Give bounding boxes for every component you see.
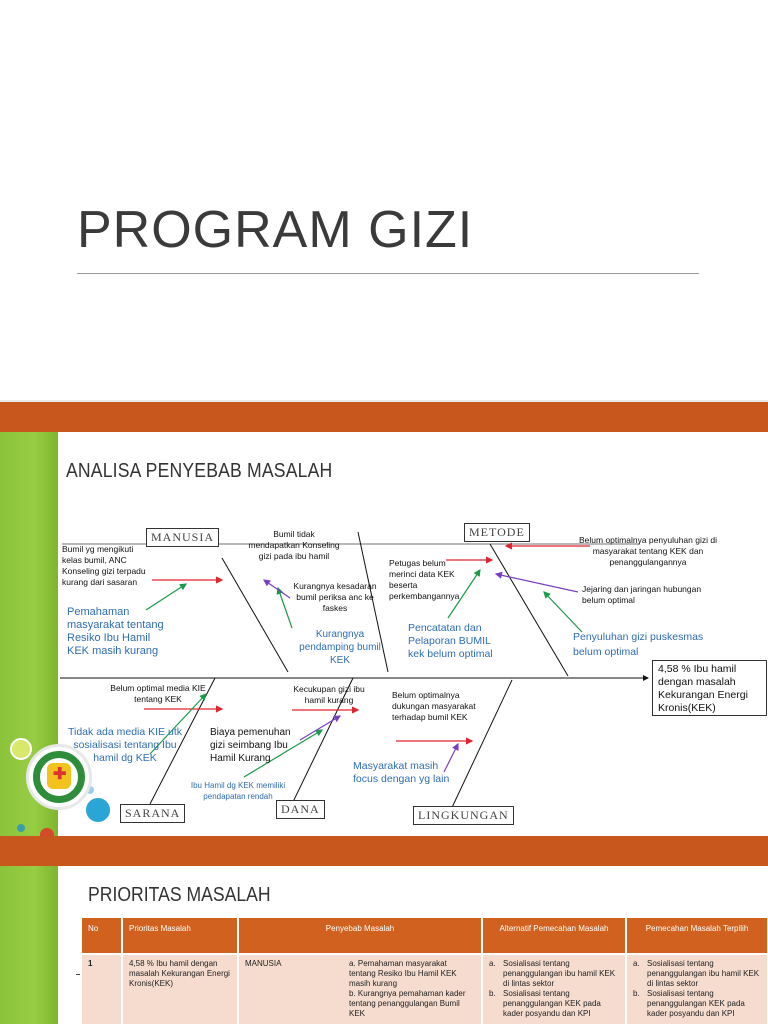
effect-box: 4,58 % Ibu hamil dengan masalah Kekurang…	[652, 660, 767, 716]
cause-biaya: Biaya pemenuhan gizi seimbang Ibu Hamil …	[210, 727, 291, 764]
green-arrow	[243, 729, 324, 778]
title-underline	[77, 273, 699, 274]
terpilih-item-b: Sosialisasi tentang penanggulangan KEK p…	[647, 989, 745, 1018]
bone-metode	[489, 543, 569, 677]
header-penyebab: Penyebab Masalah	[238, 918, 483, 954]
fishbone-diagram	[60, 531, 649, 817]
header-prioritas: Prioritas Masalah	[122, 918, 239, 954]
category-metode: METODE	[464, 523, 530, 542]
table-row: 1 4,58 % Ibu hamil dengan masalah Kekura…	[82, 953, 768, 1024]
green-arrow	[276, 586, 293, 629]
purple-arrow	[494, 571, 579, 593]
solution-pemahaman: Pemahaman masyarakat tentang Resiko Ibu …	[67, 606, 164, 657]
category-manusia: MANUSIA	[146, 528, 220, 547]
cell-penyebab: MANUSIA a. Pemahaman masyarakat tentang …	[238, 953, 483, 1024]
bone-lingkungan	[447, 679, 513, 817]
green-sidebar	[0, 866, 58, 1024]
header-no: No	[82, 918, 123, 954]
green-arrow	[447, 569, 481, 619]
alternatif-item-a: Sosialisasi tentang penanggulangan ibu h…	[503, 959, 616, 988]
cause-bumil-konseling: Bumil tidak mendapatkan Konseling gizi p…	[248, 529, 340, 561]
medical-cross-icon: ✚	[53, 766, 67, 783]
penyebab-category: MANUSIA	[245, 959, 282, 968]
header-terpilih: Pemecahan Masalah Terpilih	[626, 918, 768, 954]
cause-jejaring: Jejaring dan jaringan hubungan belum opt…	[582, 584, 702, 605]
solution-pendamping: Kurangnya pendamping bumil KEK	[299, 629, 381, 666]
penyebab-item-b: b. Kurangnya pemahaman kader tentang pen…	[349, 989, 466, 1018]
bone-middle	[357, 531, 389, 673]
penyebab-item-a: a. Pemahaman masyarakat tentang Resiko I…	[349, 959, 457, 988]
solution-pencatatan: Pencatatan dan Pelaporan BUMIL kek belum…	[408, 622, 493, 660]
orange-band-top	[0, 400, 768, 432]
decor-circle	[10, 738, 32, 760]
cell-prioritas: 4,58 % Ibu hamil dengan masalah Kekurang…	[122, 953, 239, 1024]
terpilih-item-a: Sosialisasi tentang penanggulangan ibu h…	[647, 959, 760, 988]
purple-arrow	[443, 742, 459, 773]
green-arrow	[149, 693, 207, 755]
slide-title: PROGRAM GIZI	[77, 201, 474, 259]
decor-circle	[86, 786, 94, 794]
category-lingkungan: LINGKUNGAN	[413, 806, 514, 825]
green-arrow	[145, 583, 188, 611]
bone-manusia	[221, 557, 289, 673]
cause-petugas: Petugas belum merinci data KEK beserta p…	[389, 558, 460, 601]
cell-terpilih: a.Sosialisasi tentang penanggulangan ibu…	[626, 953, 768, 1024]
title-slide: PROGRAM GIZI	[0, 0, 768, 400]
cause-kesadaran: Kurangnya kesadaran bumil periksa anc ke…	[293, 581, 377, 613]
cause-kecukupan: Kecukupan gizi ibu hamil kurang	[293, 684, 365, 705]
solution-pendapatan: Ibu Hamil dg KEK memiliki pendapatan ren…	[190, 781, 286, 801]
cause-dukungan: Belum optimalnya dukungan masyarakat ter…	[392, 690, 476, 722]
solution-tidak-ada-media: Tidak ada media KIE utk sosialisasi tent…	[67, 726, 182, 764]
decor-circle	[17, 824, 25, 832]
priority-table: No Prioritas Masalah Penyebab Masalah Al…	[82, 918, 768, 1024]
decor-circle	[86, 798, 110, 822]
cell-alternatif: a.Sosialisasi tentang penanggulangan ibu…	[482, 953, 627, 1024]
fishbone-slide: ANALISA PENYEBAB MASALAH	[0, 432, 768, 836]
purple-arrow	[299, 715, 342, 741]
priority-heading: PRIORITAS MASALAH	[88, 884, 271, 906]
alternatif-item-b: Sosialisasi tentang penanggulangan KEK p…	[503, 989, 601, 1018]
table-header-row: No Prioritas Masalah Penyebab Masalah Al…	[82, 918, 768, 954]
decor-circle	[40, 828, 54, 836]
priority-slide: PRIORITAS MASALAH No Prioritas Masalah P…	[0, 866, 768, 1024]
cause-media-kie: Belum optimal media KIE tentang KEK	[110, 683, 206, 704]
cell-no: 1	[82, 953, 123, 1024]
fishbone-heading: ANALISA PENYEBAB MASALAH	[66, 460, 333, 482]
puskesmas-logo: ✚	[26, 744, 92, 810]
header-alternatif: Alternatif Pemecahan Masalah	[482, 918, 627, 954]
orange-band-middle	[0, 836, 768, 866]
category-dana: DANA	[276, 800, 325, 819]
bone-dana	[291, 677, 354, 805]
category-sarana: SARANA	[120, 804, 186, 823]
purple-arrow	[263, 579, 291, 599]
green-arrow	[543, 591, 583, 633]
cause-penyuluhan-belum: Belum optimalnya penyuluhan gizi di masy…	[579, 535, 717, 567]
solution-masyarakat-focus: Masyarakat masih focus dengan yg lain	[353, 760, 450, 785]
solution-penyuluhan: Penyuluhan gizi puskesmas belum optimal	[573, 631, 704, 658]
cause-bumil-kelas: Bumil yg mengikuti kelas bumil, ANC Kons…	[62, 544, 146, 587]
